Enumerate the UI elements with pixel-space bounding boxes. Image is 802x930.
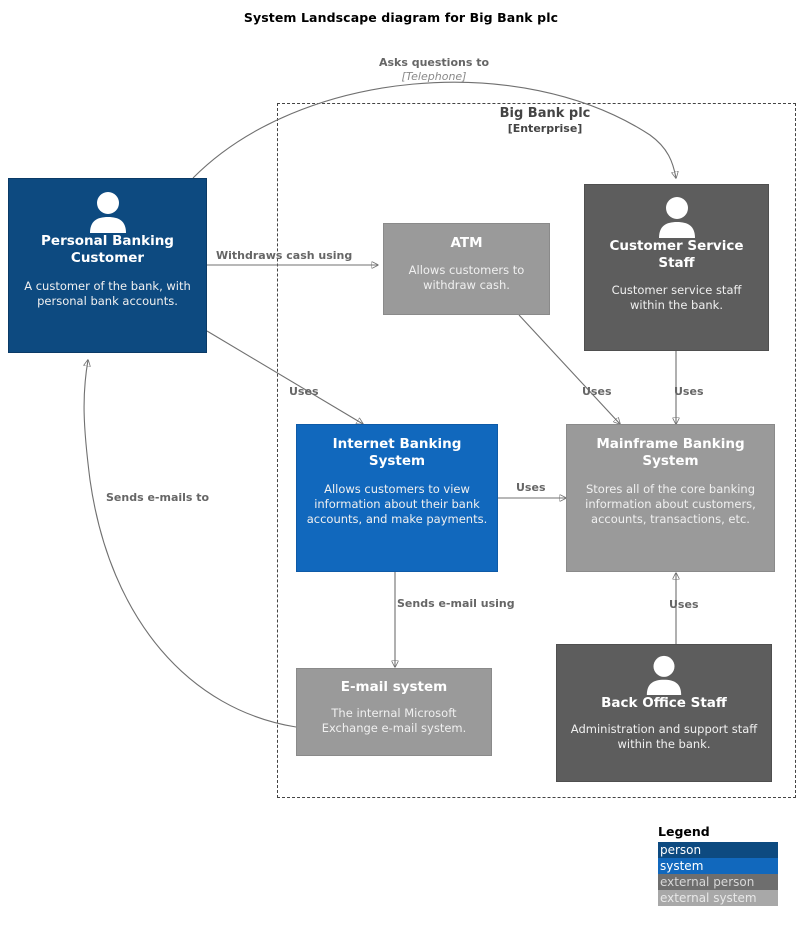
edge-label-atm-uses-mainframe: Uses: [582, 385, 612, 398]
node-atm[interactable]: ATM Allows customers to withdraw cash.: [383, 223, 550, 315]
legend-item-person: person: [658, 842, 778, 858]
node-internet-banking-system[interactable]: Internet Banking System Allows customers…: [296, 424, 498, 572]
node-back-office-staff[interactable]: Back Office Staff Administration and sup…: [556, 644, 772, 782]
legend-item-system: system: [658, 858, 778, 874]
edge-email-sends-to-customer: [84, 360, 297, 728]
edge-label-email-sends-to-customer: Sends e-mails to: [106, 491, 210, 504]
node-name: E-mail system: [340, 679, 448, 695]
node-name: Customer Service Staff: [609, 238, 744, 271]
edge-label-bos-uses-mainframe: Uses: [669, 598, 699, 611]
person-icon: [658, 197, 695, 238]
edge-label-ibs-sends-email: Sends e-mail using: [397, 597, 515, 610]
node-description: Customer service staff within the bank.: [611, 283, 742, 312]
node-description: The internal Microsoft Exchange e-mail s…: [321, 706, 467, 735]
node-name: Mainframe Banking System: [596, 436, 745, 469]
person-icon: [646, 655, 682, 695]
node-description: Allows customers to withdraw cash.: [408, 263, 525, 292]
node-email-system[interactable]: E-mail system The internal Microsoft Exc…: [296, 668, 492, 756]
edge-label-customer-uses-ibs: Uses: [289, 385, 319, 398]
legend-title: Legend: [658, 824, 710, 839]
edge-asks-questions: [192, 81, 676, 178]
legend-item-external-person: external person: [658, 874, 778, 890]
edge-label-css-uses-mainframe: Uses: [674, 385, 704, 398]
node-name: ATM: [450, 235, 483, 251]
person-icon: [89, 192, 126, 233]
edge-label-asks-questions: Asks questions to [Telephone]: [378, 56, 490, 83]
node-description: Allows customers to view information abo…: [306, 482, 488, 526]
legend-item-external-system: external system: [658, 890, 778, 906]
node-mainframe-banking-system[interactable]: Mainframe Banking System Stores all of t…: [566, 424, 775, 572]
node-personal-banking-customer[interactable]: Personal Banking Customer A customer of …: [8, 178, 207, 353]
node-description: A customer of the bank, with personal ba…: [24, 279, 191, 308]
edge-customer-uses-ibs: [206, 330, 363, 424]
node-customer-service-staff[interactable]: Customer Service Staff Customer service …: [584, 184, 769, 351]
legend: Legend person system external person ext…: [658, 824, 778, 906]
page-title: System Landscape diagram for Big Bank pl…: [243, 10, 559, 25]
enterprise-boundary: [277, 103, 796, 798]
edge-label-withdraws-cash: Withdraws cash using: [216, 249, 353, 262]
node-description: Administration and support staff within …: [570, 722, 758, 751]
edge-label-ibs-uses-mainframe: Uses: [516, 481, 546, 494]
node-description: Stores all of the core banking informati…: [585, 482, 756, 526]
edge-atm-uses-mainframe: [518, 314, 620, 424]
node-name: Personal Banking Customer: [41, 233, 174, 266]
node-name: Internet Banking System: [332, 436, 462, 469]
node-name: Back Office Staff: [601, 695, 727, 711]
